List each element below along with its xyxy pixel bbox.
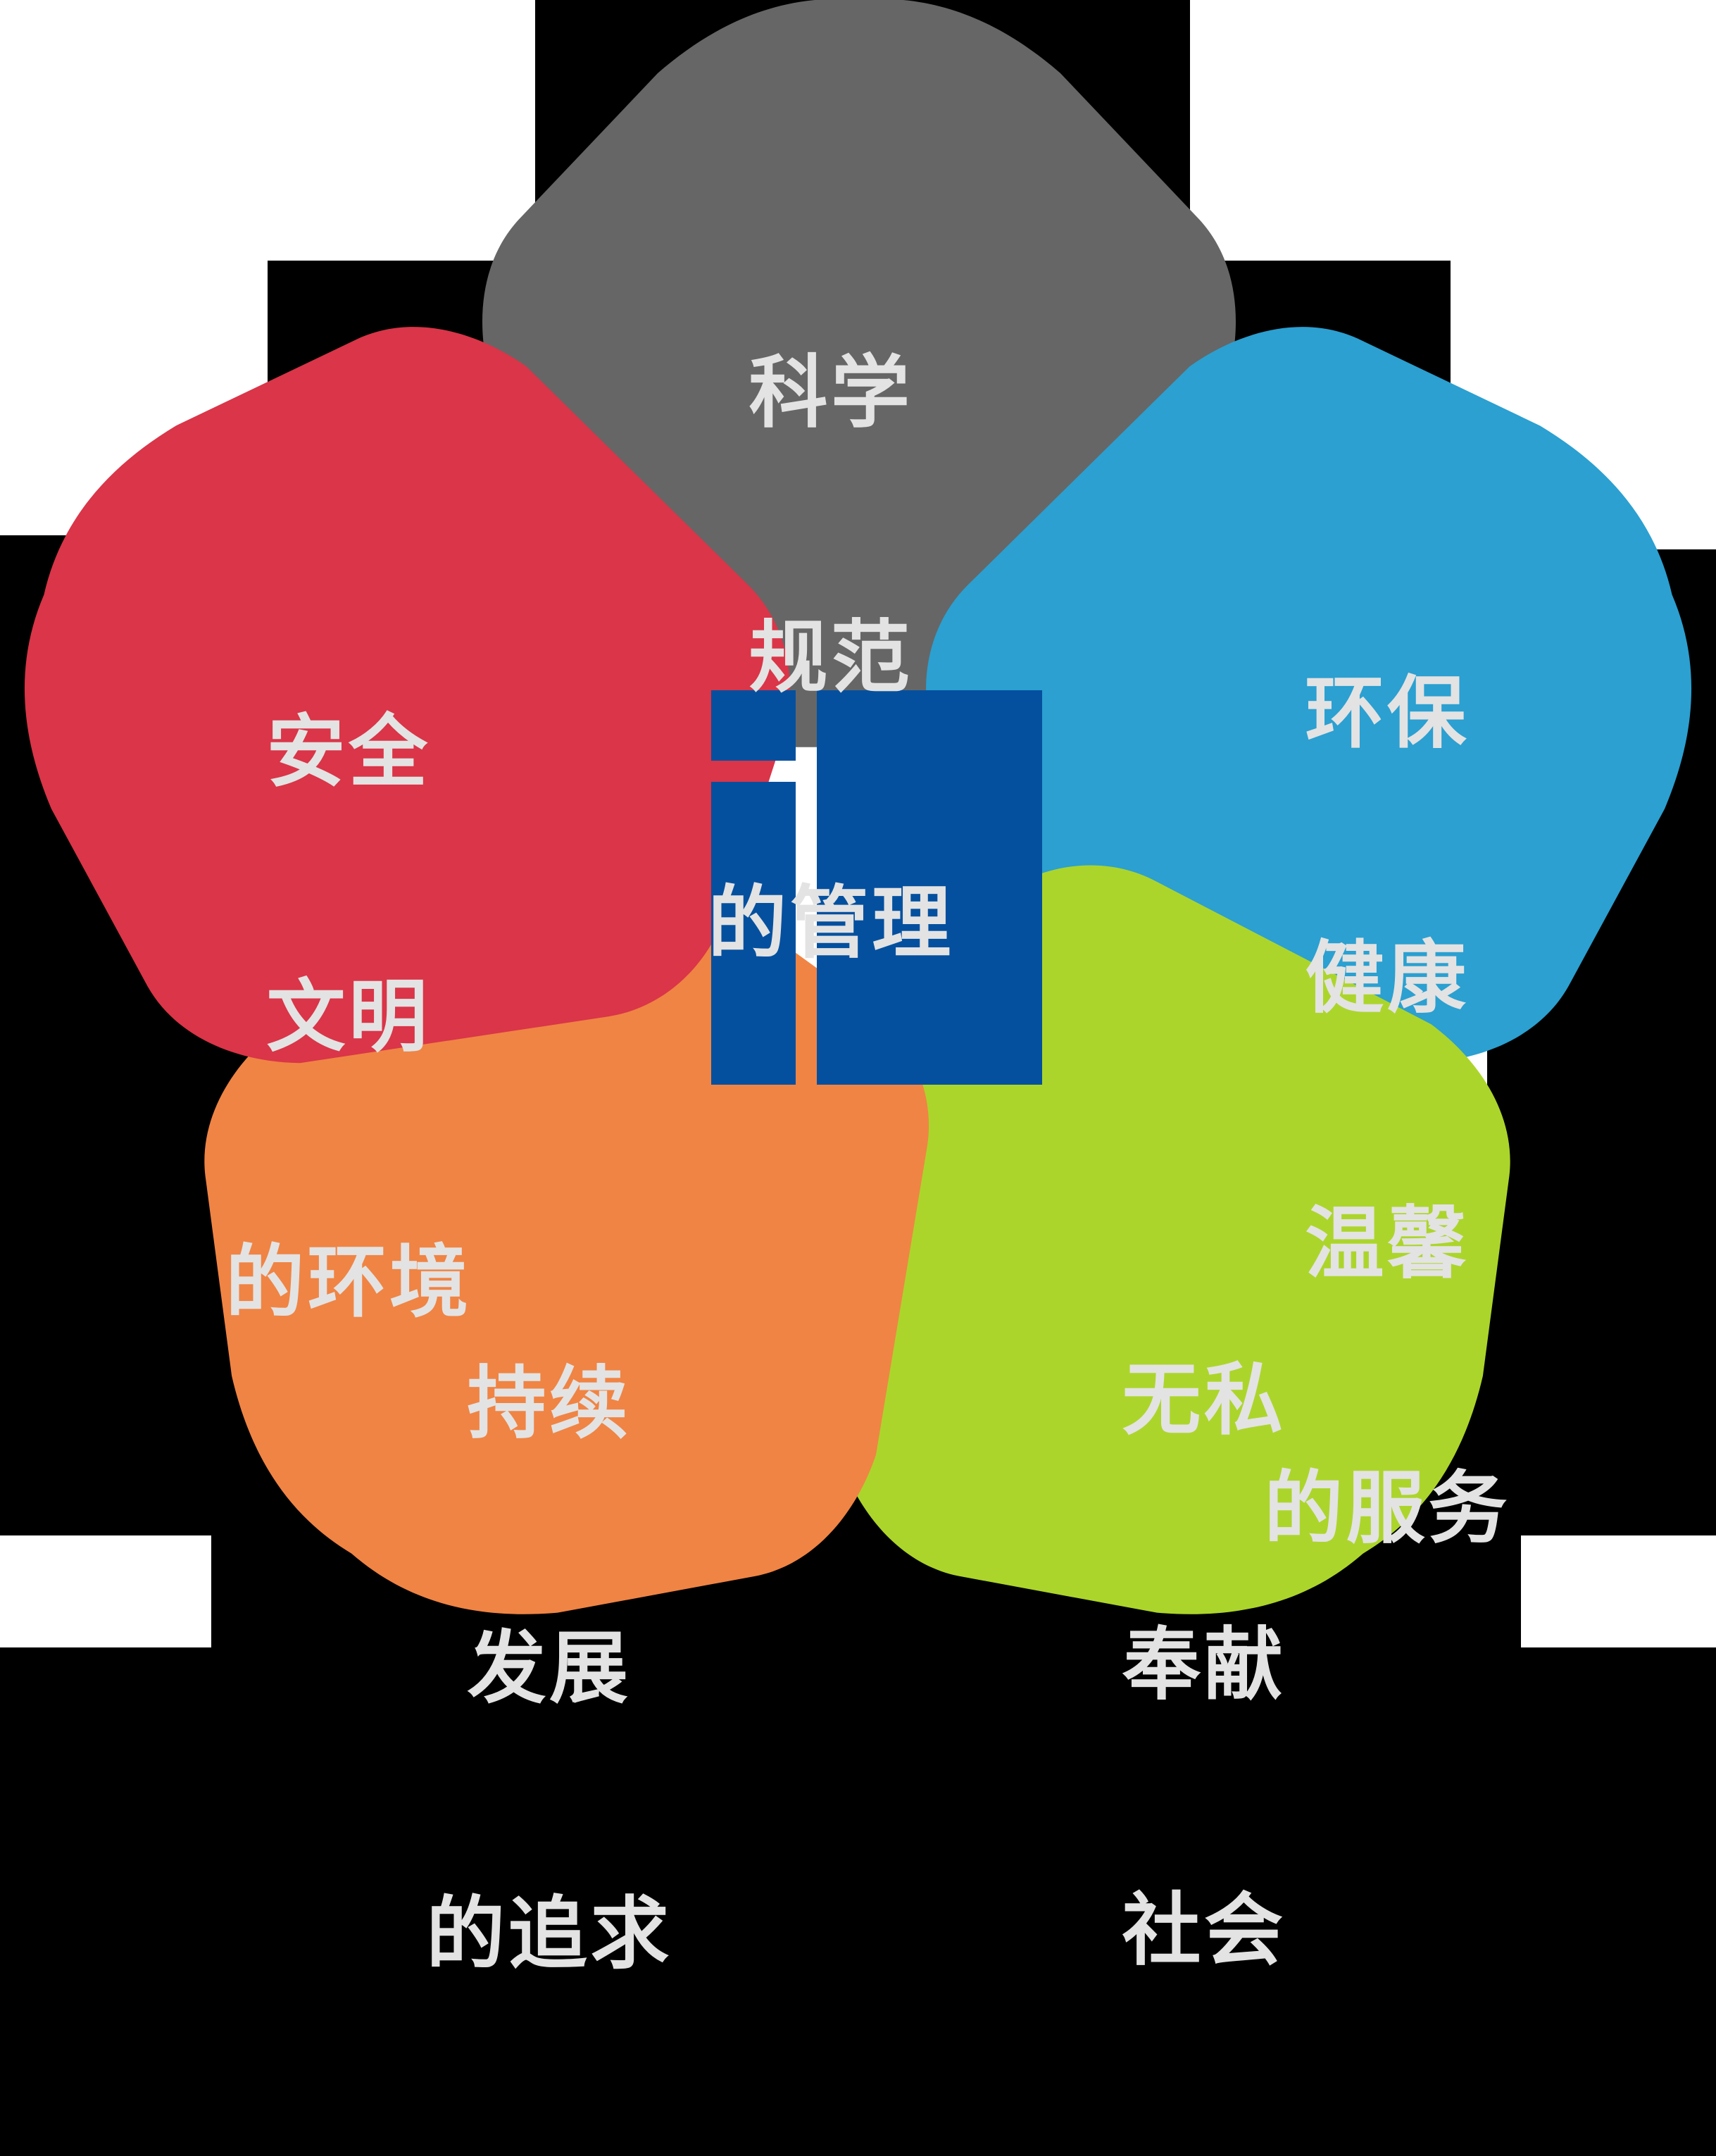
logo-dot-square	[711, 690, 796, 761]
white-backing-top-left	[0, 0, 535, 261]
logo-stem-bar	[711, 782, 796, 1085]
white-backing-bottom-left	[0, 1535, 211, 1647]
petal-line: 社会	[1122, 1884, 1286, 1976]
company-logo-mark[interactable]	[711, 690, 1042, 1085]
petal-line: 的追求	[426, 1888, 672, 1980]
petal-diagram-canvas: 科学 规范 的管理 安全 文明 的环境 环保 健康 温馨 的服务 持续 发展 的…	[0, 0, 1716, 1978]
white-backing-top-right	[1190, 0, 1716, 261]
logo-body-block	[817, 690, 1042, 1085]
white-backing-bottom-right	[1521, 1535, 1716, 1647]
